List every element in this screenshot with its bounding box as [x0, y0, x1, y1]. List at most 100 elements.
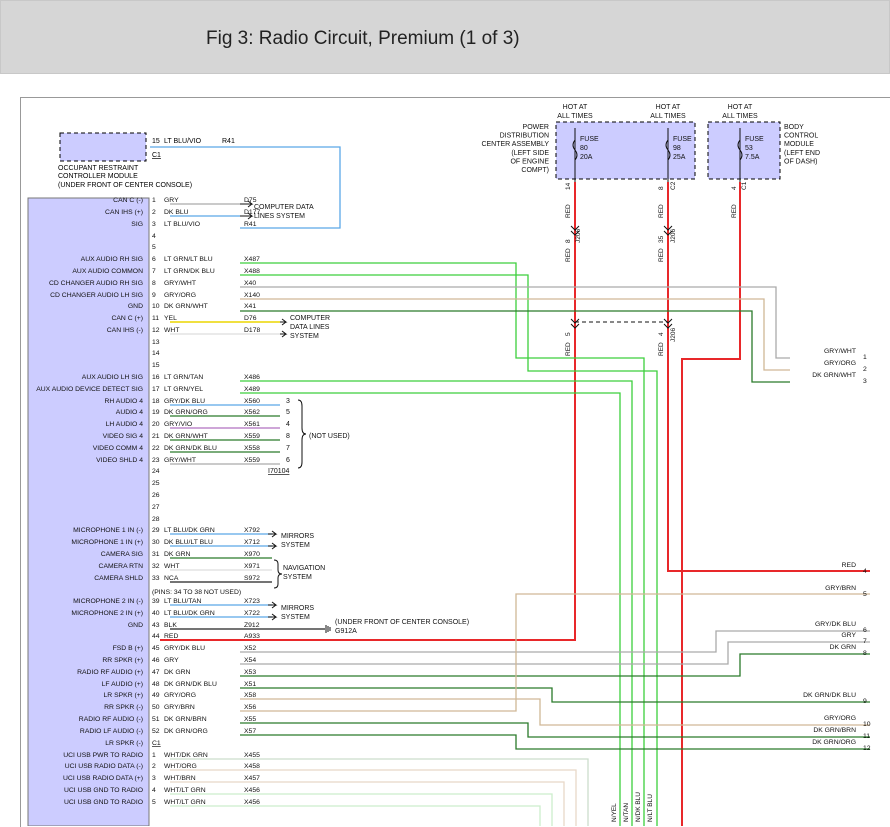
- wire-color-label: DK BLU: [164, 209, 189, 216]
- arrow-icon: [280, 330, 288, 338]
- connector-chevron-icon: [663, 225, 673, 236]
- circuit-id: X971: [244, 563, 260, 570]
- circuit-id: X54: [244, 657, 256, 664]
- arrow-icon: [240, 200, 254, 208]
- pin-number: 26: [152, 492, 160, 499]
- wire-color-label: GRY/WHT: [164, 280, 196, 287]
- wires: [160, 182, 870, 826]
- orc-module-box: [59, 132, 147, 162]
- wire-color-label: LT BLU/VIO: [164, 221, 200, 228]
- circuit-id: D177: [244, 209, 260, 216]
- pin-number: 24: [152, 468, 160, 475]
- pin-label: GND: [128, 303, 143, 310]
- pin-label: MICROPHONE 2 IN (-): [73, 598, 143, 605]
- fuse-hot-label: HOT AT: [656, 104, 681, 111]
- circuit-id: X58: [244, 692, 256, 699]
- pin-number: 51: [152, 716, 160, 723]
- pin-label: CAN IHS (-): [107, 327, 143, 334]
- wire-usb: [170, 805, 541, 826]
- wire-color-label: DK GRN/DK BLU: [164, 681, 217, 688]
- pin-number: 17: [152, 386, 160, 393]
- wire-x54: [240, 641, 870, 665]
- wire-color-label: DK GRN: [164, 669, 191, 676]
- pin-label: RH AUDIO 4: [104, 398, 143, 405]
- pin-number: C1: [152, 740, 161, 747]
- pin-label: MICROPHONE 1 IN (-): [73, 527, 143, 534]
- pin-number: 50: [152, 704, 160, 711]
- pdc-label-line: (LEFT SIDE: [511, 150, 549, 157]
- pin-label: RADIO LF AUDIO (-): [80, 728, 143, 735]
- right-pin-number: 11: [863, 733, 870, 740]
- wire-usb: [170, 769, 577, 826]
- note-ground: (UNDER FRONT OF CENTER CONSOLE): [335, 619, 469, 626]
- vertical-label: J206: [670, 328, 677, 342]
- fuse-number: 53: [745, 145, 753, 152]
- bcm-label-line: (LEFT END: [784, 150, 820, 157]
- wire-color-label: LT GRN/DK BLU: [164, 268, 215, 275]
- vertical-label: RED: [731, 204, 738, 218]
- pin-label: CAMERA RTN: [99, 563, 144, 570]
- wire-color-label: LT GRN/TAN: [164, 374, 203, 381]
- wire-color-label: WHT: [164, 563, 179, 570]
- pin-label: CAN C (+): [111, 315, 143, 322]
- pin-label: MICROPHONE 2 IN (+): [71, 610, 143, 617]
- right-pin-number: 5: [863, 591, 867, 598]
- pin-label: RR SPKR (+): [102, 657, 143, 664]
- circuit-id: X559: [244, 457, 260, 464]
- vertical-label: 14: [565, 182, 572, 190]
- pin-number: 30: [152, 539, 160, 546]
- fuse-number: 80: [580, 145, 588, 152]
- pin-number: 13: [152, 339, 160, 346]
- pin-number: 11: [152, 315, 159, 322]
- vertical-label: J206: [670, 229, 677, 243]
- wire-color-label: GRY/BRN: [164, 704, 195, 711]
- circuit-id: X562: [244, 409, 260, 416]
- vertical-label: J206: [575, 229, 582, 243]
- fuse-hot-label: ALL TIMES: [557, 113, 593, 120]
- pin-number: 2: [152, 763, 156, 770]
- right-wire-label: DK GRN/DK BLU: [803, 692, 856, 699]
- vertical-label: RED: [565, 342, 572, 356]
- wire-color-label: GRY/ORG: [164, 692, 196, 699]
- note-mirrors: MIRRORS: [281, 605, 314, 612]
- note-nav: SYSTEM: [283, 574, 312, 581]
- pdc-label-line: OF ENGINE: [510, 158, 549, 165]
- pin-number: 15: [152, 362, 160, 369]
- circuit-id: X722: [244, 610, 260, 617]
- diagram-frame: [20, 97, 890, 827]
- pin-label: UCI USB RADIO DATA (+): [63, 775, 143, 782]
- pin-number: 8: [152, 280, 156, 287]
- wire-color-label: DK GRN: [164, 551, 191, 558]
- fuse-rating: 25A: [673, 154, 686, 161]
- wire-x486: [240, 380, 633, 826]
- pin-label: LR SPKR (-): [105, 740, 143, 747]
- bottom-vertical-label: N/DK BLU: [635, 792, 642, 822]
- wire-usb: [170, 758, 589, 826]
- pin-number: 4: [152, 233, 156, 240]
- wire-x488: [240, 274, 658, 826]
- pin-number: 1: [152, 752, 156, 759]
- orc-conn: C1: [152, 152, 161, 159]
- right-wire-label: DK GRN/WHT: [812, 372, 856, 379]
- wire-x40: [240, 286, 790, 359]
- pin-number: 16: [152, 374, 160, 381]
- arrow-icon: [268, 530, 278, 538]
- right-wire-label: GRY: [841, 632, 856, 639]
- figure-header: Fig 3: Radio Circuit, Premium (1 of 3): [0, 0, 890, 74]
- wire-x53: [240, 653, 870, 677]
- pin-label: VIDEO COMM 4: [93, 445, 143, 452]
- wire-x51: [240, 687, 870, 703]
- pin-label: UCI USB PWR TO RADIO: [63, 752, 143, 759]
- wire-r41: [150, 146, 341, 229]
- wire-x55: [240, 722, 870, 738]
- pin-label: SIG: [131, 221, 143, 228]
- pin-label: LH AUDIO 4: [106, 421, 144, 428]
- vertical-label: C2: [670, 181, 677, 190]
- circuit-id: R41: [244, 221, 257, 228]
- pin-number: 3: [152, 221, 156, 228]
- bottom-vertical-label: N/YEL: [611, 803, 618, 822]
- bcm-label-line: MODULE: [784, 141, 814, 148]
- circuit-id: X792: [244, 527, 260, 534]
- orc-label-1: OCCUPANT RESTRAINT: [58, 165, 139, 172]
